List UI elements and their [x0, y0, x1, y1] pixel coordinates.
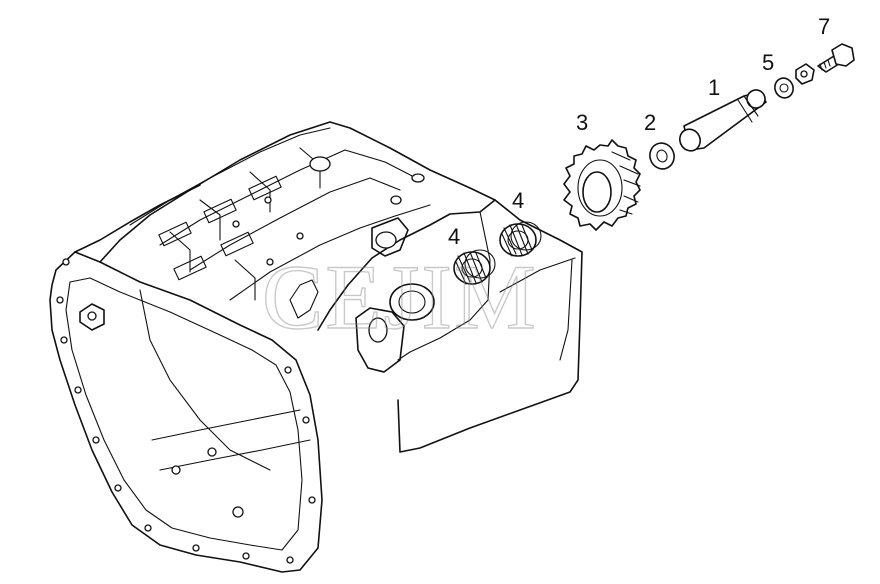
watermark: CEJIM [262, 246, 538, 348]
needle-bearing-left [453, 249, 496, 285]
small-nut [795, 63, 815, 85]
callout-3: 3 [576, 110, 588, 135]
callout-2: 2 [644, 110, 656, 135]
gearbox-housing [49, 121, 583, 573]
thrust-washer [649, 142, 675, 170]
callout-5: 5 [762, 50, 774, 75]
callout-1: 1 [708, 75, 720, 100]
idler-shaft [679, 89, 767, 152]
lock-washer [774, 77, 794, 99]
spur-gear [563, 139, 641, 231]
callout-4-right: 4 [512, 188, 524, 213]
needle-bearing-right [499, 221, 542, 257]
callout-4-left: 4 [448, 224, 460, 249]
hex-bolt [817, 43, 855, 73]
callout-7: 7 [818, 14, 830, 39]
